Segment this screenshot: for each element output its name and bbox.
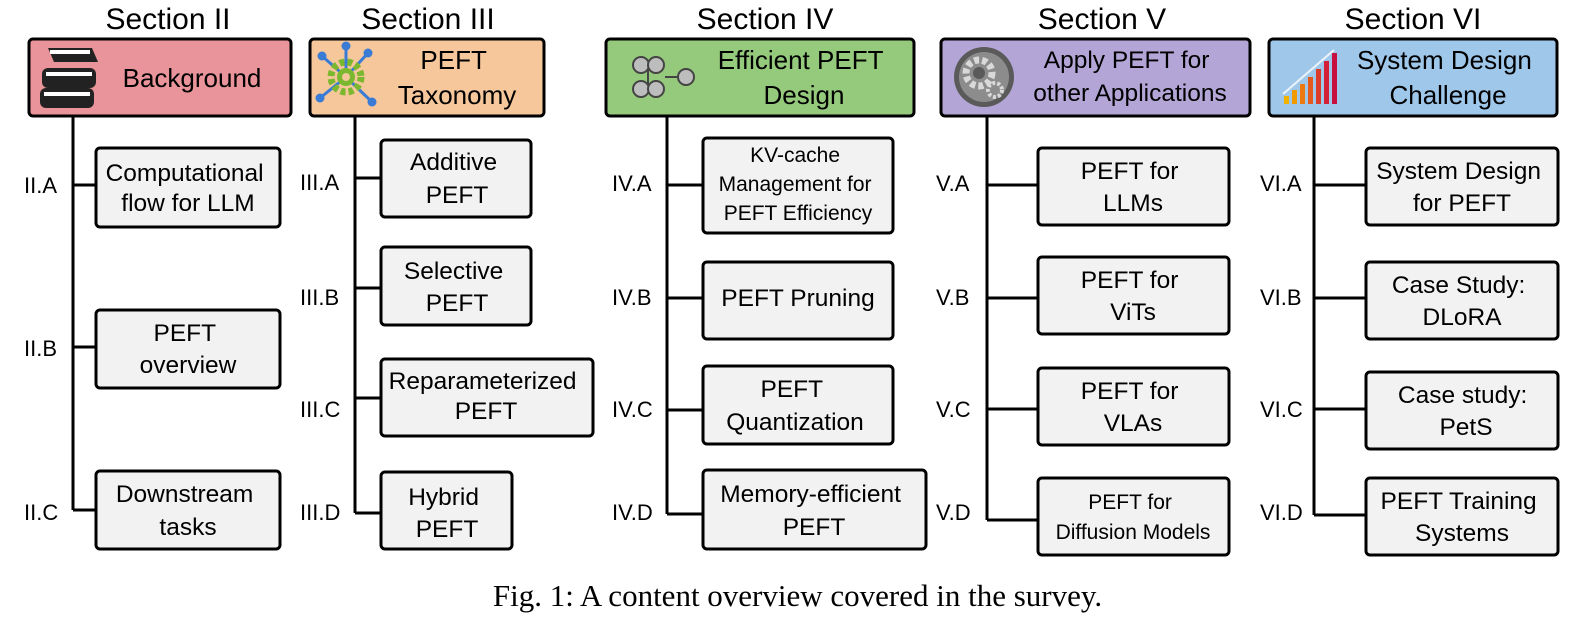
column-section-vi: Section VI System Design Challenge VI.A …: [1260, 3, 1560, 557]
item-text: Memory-efficient PEFT: [720, 481, 907, 541]
item-label: III.B: [300, 285, 339, 310]
item-text: KV-cache Management for PEFT Efficiency: [719, 144, 878, 225]
section-header-box: [1267, 37, 1559, 118]
column-section-ii: Section II Background II.A Computational…: [24, 3, 293, 551]
item-label: II.C: [24, 500, 58, 525]
item-text: PEFT Training Systems: [1381, 488, 1544, 547]
item-label: VI.C: [1260, 397, 1303, 422]
item-box: [1364, 146, 1560, 227]
gears-icon: [954, 47, 1014, 107]
network-gear-icon: [315, 41, 377, 107]
cluster-nodes-icon: [632, 56, 695, 98]
item-box: [379, 470, 514, 551]
item-label: IV.A: [612, 171, 652, 196]
item-box: [94, 469, 282, 551]
item-text: Reparameterized PEFT: [389, 368, 584, 425]
item-label: VI.B: [1260, 285, 1302, 310]
column-section-v: Section V Apply PEFT for other Applicati…: [936, 3, 1252, 557]
section-title: Section VI: [1345, 3, 1482, 36]
item-box: [94, 146, 282, 229]
column-section-iii: Section III PEFT Taxonomy III.A Additive: [300, 3, 595, 551]
item-text: PEFT for VLAs: [1081, 378, 1185, 437]
column-section-iv: Section IV Efficient PEFT Design IV.A KV…: [604, 3, 928, 551]
item-text: Selective PEFT: [404, 258, 510, 317]
item-box: [94, 308, 282, 390]
section-header-label: Efficient PEFT Design: [718, 45, 890, 110]
section-title: Section II: [105, 3, 230, 36]
item-text: Computational flow for LLM: [106, 160, 271, 217]
item-text: Additive PEFT: [410, 149, 504, 209]
item-box: [701, 364, 895, 446]
item-label: V.A: [936, 171, 970, 196]
section-header-label: Background: [123, 63, 262, 93]
item-box: [1036, 146, 1231, 227]
item-label: III.D: [300, 500, 340, 525]
item-text: PEFT for ViTs: [1081, 267, 1185, 326]
section-title: Section IV: [697, 3, 834, 36]
section-header-box: [604, 37, 916, 118]
item-box: [701, 260, 895, 341]
item-box: [379, 357, 595, 438]
item-box: [1364, 476, 1560, 557]
section-title: Section III: [361, 3, 494, 36]
item-text: PEFT overview: [140, 320, 237, 379]
item-box: [379, 138, 533, 219]
item-label: IV.C: [612, 397, 653, 422]
bar-chart-icon: [1282, 49, 1337, 104]
item-text: Downstream tasks: [116, 481, 260, 541]
item-label: IV.D: [612, 500, 653, 525]
item-box: [1364, 370, 1560, 451]
section-header-label: Apply PEFT for other Applications: [1033, 47, 1226, 107]
item-box: [701, 468, 928, 551]
item-text: PEFT for LLMs: [1081, 158, 1185, 217]
item-text: PEFT for Diffusion Models: [1056, 491, 1211, 544]
item-box: [1364, 260, 1560, 341]
books-icon: [40, 48, 98, 108]
figure-caption: Fig. 1: A content overview covered in th…: [492, 578, 1103, 613]
item-box: [701, 136, 895, 235]
item-label: III.C: [300, 397, 340, 422]
item-label: II.A: [24, 173, 57, 198]
item-label: V.D: [936, 500, 971, 525]
item-label: VI.D: [1260, 500, 1303, 525]
item-label: V.C: [936, 397, 971, 422]
item-text: Hybrid PEFT: [408, 484, 486, 543]
section-header-box: [939, 37, 1252, 118]
item-label: VI.A: [1260, 171, 1302, 196]
item-box: [1036, 366, 1231, 447]
item-box: [379, 245, 533, 327]
item-box: [1036, 255, 1231, 336]
item-text: PEFT Quantization: [726, 376, 864, 436]
item-text: PEFT Pruning: [721, 285, 874, 312]
section-header-label: System Design Challenge: [1357, 45, 1539, 110]
item-box: [1036, 476, 1231, 557]
item-text: Case Study: DLoRA: [1392, 272, 1532, 331]
item-label: IV.B: [612, 285, 652, 310]
section-header-label: PEFT Taxonomy: [398, 45, 517, 110]
item-text: Case study: PetS: [1398, 382, 1534, 441]
item-label: II.B: [24, 336, 57, 361]
item-text: System Design for PEFT: [1376, 158, 1548, 217]
item-label: V.B: [936, 285, 969, 310]
item-label: III.A: [300, 170, 339, 195]
section-title: Section V: [1038, 3, 1166, 36]
